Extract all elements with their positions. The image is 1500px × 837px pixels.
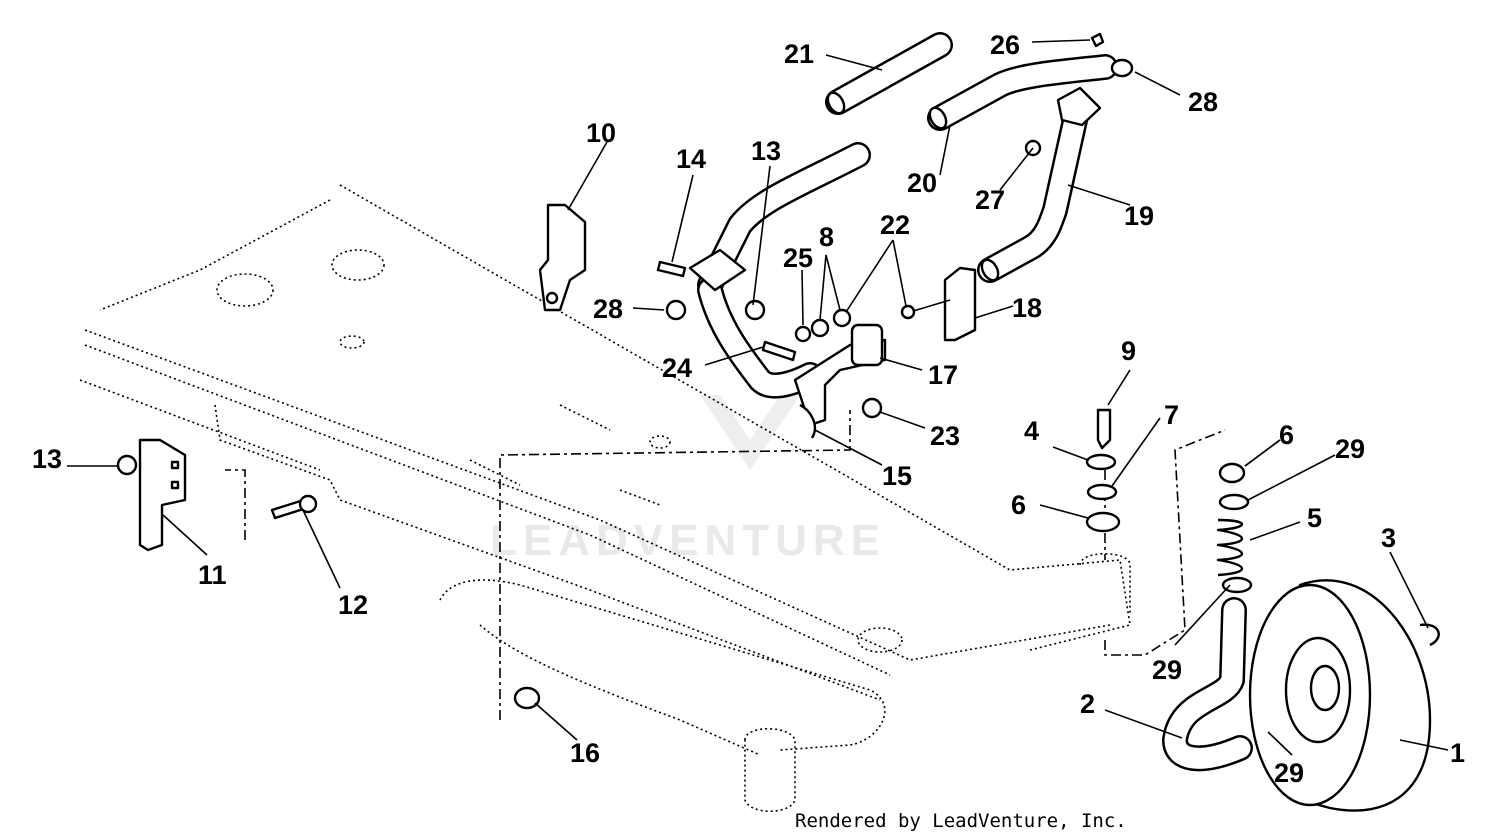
callout-28: 28 (1188, 87, 1218, 117)
lever-19 (977, 86, 1102, 283)
callout-1: 1 (1450, 738, 1465, 768)
deck-frame (79, 184, 1131, 812)
callout-26: 26 (990, 30, 1020, 60)
credit-line: Rendered by LeadVenture, Inc. (795, 810, 1127, 832)
watermark-text: LEADVENTURE (490, 516, 886, 565)
hardware (116, 32, 1279, 739)
watermark: LEADVENTURE (490, 395, 886, 565)
callout-8: 8 (819, 222, 834, 252)
callout-25: 25 (783, 243, 813, 273)
assembly-lines (225, 410, 1226, 720)
callout-5: 5 (1307, 503, 1322, 533)
callout-13b: 13 (32, 444, 62, 474)
callout-27: 27 (975, 185, 1005, 215)
bracket-11 (138, 438, 187, 552)
callout-13: 13 (751, 136, 781, 166)
callout-22: 22 (880, 210, 910, 240)
callout-12: 12 (338, 590, 368, 620)
lever-main (688, 142, 871, 399)
callout-20: 20 (907, 168, 937, 198)
callout-10: 10 (586, 118, 616, 148)
callout-28b: 28 (593, 294, 623, 324)
bracket-10 (538, 203, 587, 312)
callout-14: 14 (676, 144, 706, 174)
bracket-18 (909, 266, 977, 342)
callout-29c: 29 (1274, 758, 1304, 788)
callout-23: 23 (930, 421, 960, 451)
caster-2 (1162, 597, 1253, 772)
callout-19: 19 (1124, 201, 1154, 231)
grip-tube-21 (825, 32, 953, 115)
callout-17: 17 (928, 360, 958, 390)
callout-6b: 6 (1279, 420, 1294, 450)
callout-11: 11 (198, 560, 227, 590)
wheel-1 (1248, 579, 1440, 812)
callout-29: 29 (1335, 434, 1365, 464)
callout-6: 6 (1011, 490, 1026, 520)
callout-15: 15 (882, 461, 912, 491)
callout-2: 2 (1080, 689, 1095, 719)
callout-16: 16 (570, 738, 600, 768)
callout-7: 7 (1164, 400, 1179, 430)
callouts: 21 26 28 10 14 13 20 27 19 25 8 22 18 28… (32, 30, 1465, 788)
callout-24: 24 (662, 353, 692, 383)
callout-4: 4 (1024, 416, 1039, 446)
callout-3: 3 (1381, 523, 1396, 553)
callout-18: 18 (1012, 293, 1042, 323)
handle-20 (927, 54, 1118, 131)
callout-29b: 29 (1152, 655, 1182, 685)
callout-leaders (67, 39, 1449, 756)
callout-21: 21 (784, 39, 814, 69)
callout-9: 9 (1121, 336, 1136, 366)
